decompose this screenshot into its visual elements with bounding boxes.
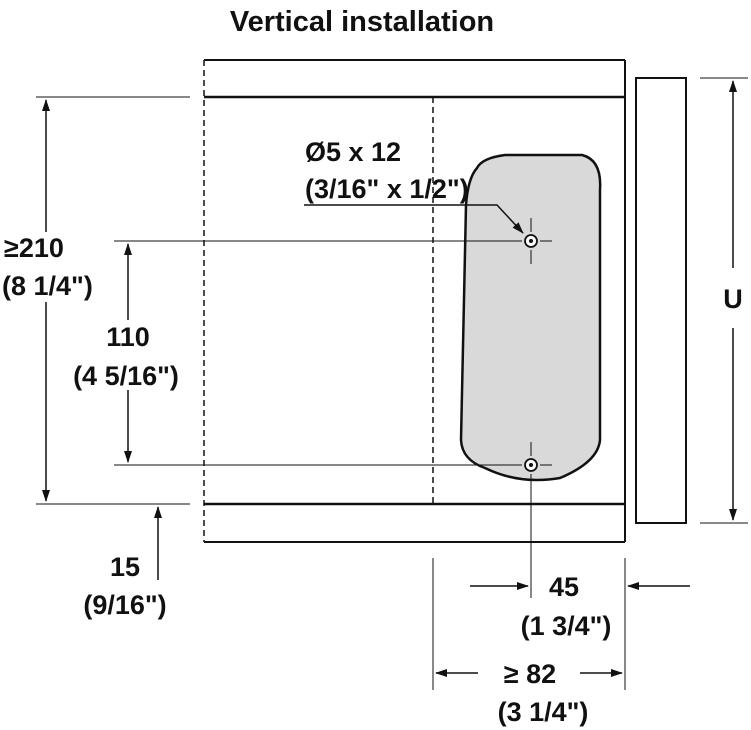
center-lines: [114, 218, 552, 598]
bottom-offset-label: 15: [110, 552, 140, 582]
extension-lines: [36, 77, 748, 690]
hole-to-edge-label: 45: [549, 572, 579, 602]
hole-size-label: Ø5 x 12: [305, 137, 401, 167]
min-depth-label: ≥ 82: [504, 659, 556, 689]
hole-size-imperial-label: (3/16" x 1/2"): [305, 174, 469, 204]
min-height-imperial-label: (8 1/4"): [2, 271, 93, 301]
door-panel: [635, 77, 687, 524]
cabinet-body: [203, 59, 626, 543]
hole-to-edge-imperial-label: (1 3/4"): [521, 611, 612, 641]
hole-leader-arrow: [304, 204, 524, 234]
screw-hole-bottom: [524, 458, 538, 472]
min-depth-imperial-label: (3 1/4"): [498, 697, 589, 727]
hole-spacing-imperial-label: (4 5/16"): [73, 361, 179, 391]
diagram-title: Vertical installation: [230, 6, 494, 38]
hole-spacing-label: 110: [106, 322, 150, 352]
panel-height-label: U: [723, 284, 743, 314]
screw-hole-top: [524, 234, 538, 248]
min-height-label: ≥210: [4, 233, 64, 263]
bottom-offset-imperial-label: (9/16"): [83, 590, 166, 620]
mounting-plate: [459, 153, 602, 482]
